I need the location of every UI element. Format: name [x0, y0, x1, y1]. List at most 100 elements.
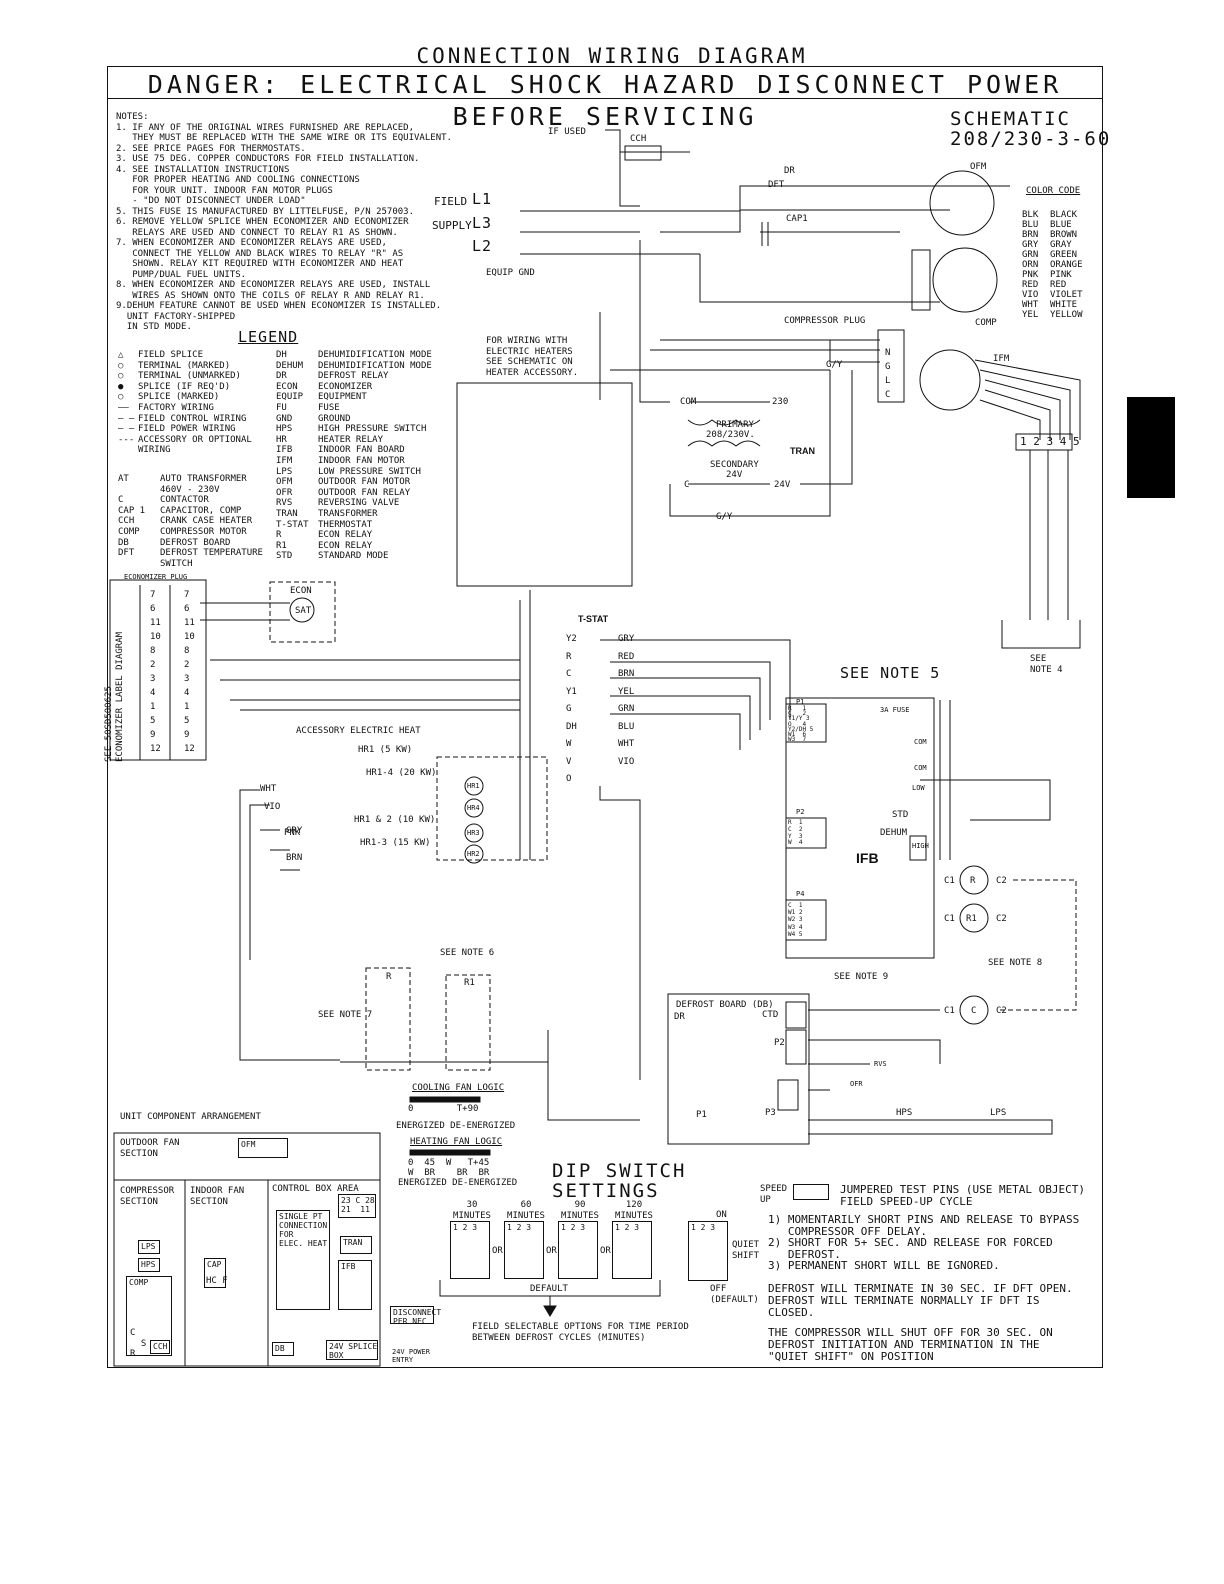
supply-label: SUPPLY	[432, 219, 472, 232]
abbrev-value: CONTACTOR	[160, 495, 209, 506]
speed-up-step-2: 2) SHORT FOR 5+ SEC. AND RELEASE FOR FOR…	[768, 1236, 1053, 1261]
color-abbrev: PNK	[1022, 270, 1039, 280]
abbrev-key: DFT	[118, 548, 135, 559]
comp-label: COMP	[975, 318, 997, 328]
abbrev-value: CRANK CASE HEATER	[160, 516, 253, 527]
dip-title-1: DIP SWITCH	[552, 1160, 687, 1182]
ifm-plug-l: L	[885, 376, 891, 386]
legend-abbrev-row: C CONTACTOR	[118, 495, 263, 506]
tstat-out	[600, 639, 791, 750]
defrost-p2: P2	[774, 1038, 785, 1048]
econ-pin: 9	[150, 730, 156, 740]
econ-to-tstat	[210, 659, 520, 711]
notes-heading: NOTES:	[116, 112, 149, 122]
cap1-label: CAP1	[786, 214, 808, 224]
tstat-wire-color: WHT	[618, 739, 635, 749]
abbrev-key: HR	[276, 434, 287, 445]
color-name: RED	[1050, 280, 1067, 290]
accessory-heat-box	[436, 756, 548, 861]
see-note9-label: SEE NOTE 9	[834, 972, 889, 982]
dip-pin-numbers: 1 2 3	[691, 1223, 716, 1232]
econ-pin: 2	[184, 660, 190, 670]
color-code-title: COLOR CODE	[1026, 186, 1081, 196]
arrangement-cch: CCH	[150, 1340, 170, 1354]
arrangement-cap: CAP	[204, 1258, 226, 1288]
abbrev-value: DEFROST RELAY	[318, 371, 389, 382]
abbrev-value: DEFROST TEMPERATURE	[160, 548, 263, 559]
dip-switch-30[interactable]: 1 2 3	[450, 1221, 490, 1279]
abbrev-value: FUSE	[318, 402, 340, 413]
abbrev-value: ECONOMIZER	[318, 381, 373, 392]
note-line: SHOWN. RELAY KIT REQUIRED WITH ECONOMIZE…	[116, 259, 404, 269]
arrangement-disconnect: DISCONNECT PER NEC	[390, 1306, 441, 1326]
econ-pin: 3	[150, 674, 156, 684]
cooling-fan-bar	[409, 1096, 481, 1103]
defrost-p3: P3	[765, 1108, 776, 1118]
dip-switch-120[interactable]: 1 2 3	[612, 1221, 652, 1279]
econ-pin: 11	[150, 618, 161, 628]
legend-symbol-row: ——FACTORY WIRING	[118, 403, 288, 414]
speed-up-label: SPEED UP	[760, 1184, 788, 1205]
dip-field-select-note: FIELD SELECTABLE OPTIONS FOR TIME PERIOD…	[472, 1322, 689, 1343]
dip-switch-90[interactable]: 1 2 3	[558, 1221, 598, 1279]
legend-symbol-row: ○SPLICE (MARKED)	[118, 392, 288, 403]
speed-up-test-pins[interactable]	[793, 1184, 829, 1200]
outdoor-fan-section: OUTDOOR FAN SECTION	[120, 1138, 180, 1159]
tap-drops	[1029, 450, 1069, 620]
ifm-motor	[919, 349, 981, 411]
see-note8-label: SEE NOTE 8	[988, 958, 1043, 968]
see-note5-label: SEE NOTE 5	[840, 664, 941, 682]
abbrev-key: ECON	[276, 381, 298, 392]
abbrev-value: 460V - 230V	[160, 484, 220, 495]
abbrev-value: INDOOR FAN MOTOR	[318, 455, 405, 466]
cch-wire	[605, 129, 690, 153]
dip-switch-60[interactable]: 1 2 3	[504, 1221, 544, 1279]
abbrev-value: TRANSFORMER	[318, 508, 378, 519]
abbrev-key: IFB	[276, 445, 293, 456]
heat-wire-gry: GRY	[286, 826, 303, 836]
dip-pin-numbers: 1 2 3	[615, 1223, 640, 1232]
abbrev-value: DEHUMIDIFICATION MODE	[318, 360, 432, 371]
speed-up-description: JUMPERED TEST PINS (USE METAL OBJECT) FI…	[840, 1183, 1086, 1208]
tstat-terminal: R	[566, 651, 572, 662]
defrost-p1: P1	[696, 1110, 707, 1120]
ifb-p2	[785, 817, 827, 849]
abbrev-key: T-STAT	[276, 519, 309, 530]
db-p2	[785, 1029, 807, 1065]
hr2-relay	[464, 844, 484, 864]
color-name: PINK	[1050, 270, 1072, 280]
note-line: FOR YOUR UNIT. INDOOR FAN MOTOR PLUGS	[116, 185, 333, 196]
cap1-plates	[761, 222, 769, 246]
note-line: FOR PROPER HEATING AND COOLING CONNECTIO…	[116, 175, 360, 185]
abbrev-key: TRAN	[276, 508, 298, 519]
legend-symbol-label: FIELD SPLICE	[138, 350, 204, 360]
hr14-label: HR1-4 (20 KW)	[366, 768, 437, 778]
legend-symbol-row: ●SPLICE (IF REQ'D)	[118, 382, 288, 393]
heat-wire-vio: VIO	[264, 802, 281, 812]
econ-box	[269, 581, 336, 643]
r1-coil-c2: C2	[996, 914, 1007, 924]
if-used-label: IF USED	[548, 127, 586, 137]
legend-symbols: △FIELD SPLICE ○TERMINAL (MARKED) ○TERMIN…	[118, 350, 288, 456]
defrost-dr: DR	[674, 1012, 685, 1022]
abbrev-key: OFR	[276, 487, 293, 498]
relay-r-label: R	[386, 972, 392, 982]
dip-option-90: 90 MINUTES	[561, 1200, 599, 1221]
arrangement-ofm: OFM	[238, 1138, 288, 1158]
heat-wire-brn: BRN	[286, 853, 303, 863]
abbrev-key: C	[118, 495, 124, 506]
econ-pin: 7	[184, 590, 190, 600]
quiet-shift-switch[interactable]: 1 2 3	[688, 1221, 728, 1281]
defrost-ctd: CTD	[762, 1010, 779, 1020]
econ-pin: 4	[150, 688, 156, 698]
note-line: PUMP/DUAL FUEL UNITS.	[116, 269, 247, 280]
